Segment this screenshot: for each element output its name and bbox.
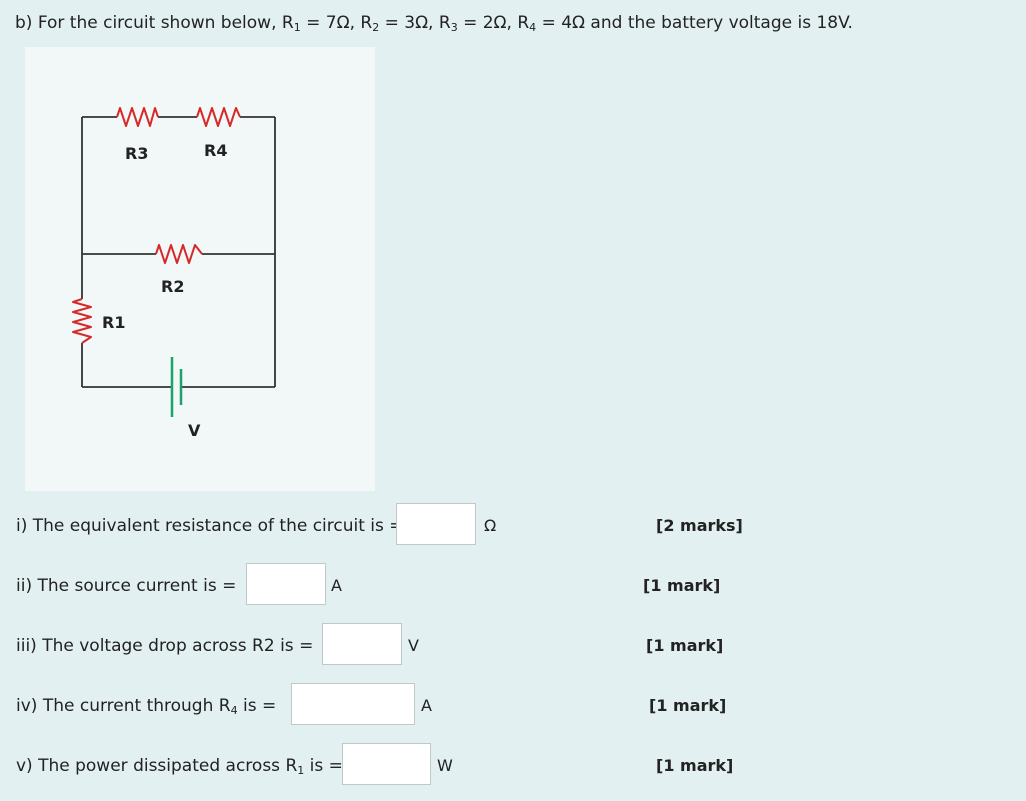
r2-subscript: 2 [372,21,380,34]
battery [170,357,183,417]
question-5-post: is = [304,756,343,776]
r1-subscript: 1 [293,21,301,34]
question-2-marks: [1 mark] [643,576,721,595]
r2-symbol: R [360,13,373,33]
question-3-marks: [1 mark] [646,636,724,655]
r3-symbol: R [438,13,451,33]
question-2-text: ii) The source current is = [16,576,237,596]
resistor-r1-zigzag [72,298,92,344]
question-5-pre: v) The power dissipated across R [16,756,298,776]
r3-value: = 2Ω, [457,13,518,33]
resistor-r4-zigzag [196,107,241,127]
answer-4-unit: A [421,696,432,715]
resistor-r3-zigzag [116,107,159,127]
question-3-text: iii) The voltage drop across R2 is = [16,636,314,656]
answer-5-input[interactable] [342,743,431,785]
answer-3-input[interactable] [322,623,402,665]
question-4-marks: [1 mark] [649,696,727,715]
question-4-text: iv) The current through R4 is = [16,696,276,717]
answer-4-input[interactable] [291,683,415,725]
circuit-diagram: R3 R4 R2 R1 V [72,107,276,440]
label-v: V [188,421,201,440]
question-4-post: is = [237,696,277,716]
label-r3: R3 [125,144,148,163]
prompt-lead: b) For the circuit shown below, [15,13,282,33]
circuit-figure-background [25,47,375,491]
r4-symbol: R [517,13,530,33]
r4-subscript: 4 [529,21,537,34]
question-4-pre: iv) The current through R [16,696,231,716]
answer-5-unit: W [437,756,453,775]
question-4-subscript: 4 [230,704,238,717]
label-r4: R4 [204,141,227,160]
answer-2-unit: A [331,576,342,595]
r2-value: = 3Ω, [379,13,439,33]
r1-symbol: R [281,13,294,33]
answer-1-input[interactable] [396,503,476,545]
answer-1-unit: Ω [484,516,497,535]
label-r2: R2 [161,277,184,296]
r4-value: = 4Ω and the battery voltage is 18V. [536,13,853,33]
label-r1: R1 [102,313,125,332]
answer-2-input[interactable] [246,563,326,605]
r3-subscript: 3 [450,21,458,34]
problem-statement: b) For the circuit shown below, R1 = 7Ω,… [15,13,853,34]
question-5-text: v) The power dissipated across R1 is = [16,756,343,777]
circuit-wires [81,116,276,388]
question-5-subscript: 1 [297,764,305,777]
question-1-text: i) The equivalent resistance of the circ… [16,516,404,536]
answer-3-unit: V [408,636,419,655]
resistor-r2-zigzag [155,244,203,264]
question-1-marks: [2 marks] [656,516,743,535]
question-5-marks: [1 mark] [656,756,734,775]
r1-value: = 7Ω, [300,13,361,33]
